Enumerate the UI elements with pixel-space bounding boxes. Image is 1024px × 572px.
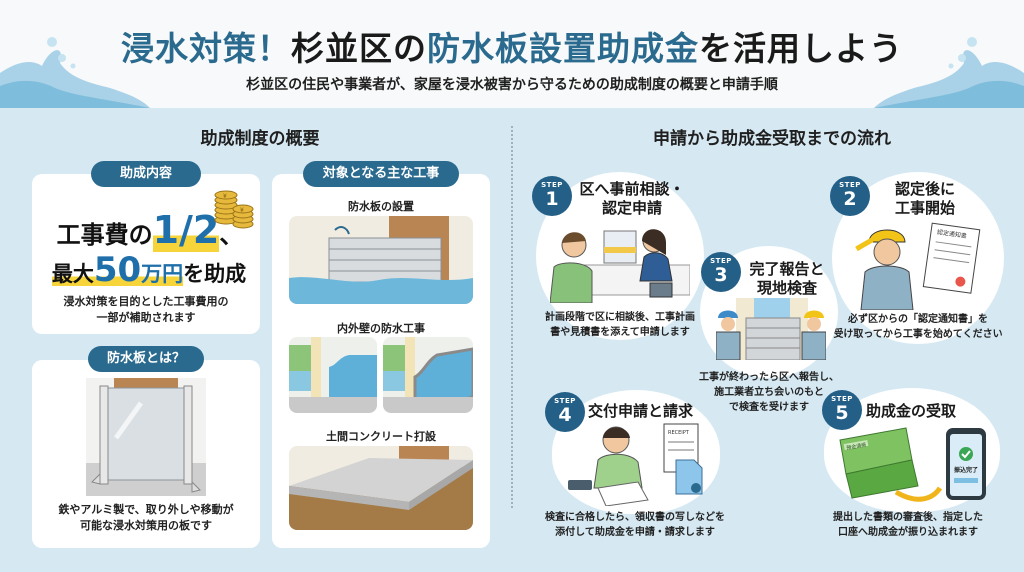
desc-line: 受け取ってから工事を始めてください [833, 329, 1003, 340]
application-illustration: RECEIPT [568, 423, 703, 506]
title-line: 完了報告と [749, 260, 825, 278]
step-2-title: 認定後に工事開始 [870, 180, 980, 218]
step-1-description: 計画段階で区に相談後、工事計画書や見積書を添えて申請します [530, 310, 710, 340]
step-4-description: 検査に合格したら、領収書の写しなどを添付して助成金を申請・請求します [530, 510, 740, 540]
title-part: 杉並区の [291, 29, 427, 68]
ratio-value: 1/2 [152, 208, 220, 252]
overview-section-title: 助成制度の概要 [200, 129, 320, 149]
title-line: 認定申請 [601, 199, 662, 217]
subsidy-ratio: 工事費の1/2、 [40, 208, 260, 252]
desc-line: 口座へ助成金が振り込まれます [838, 527, 978, 538]
title-line: 認定後に [894, 180, 955, 198]
title-line: 交付申請と請求 [588, 402, 694, 420]
header: 浸水対策！杉並区の防水板設置助成金を活用しよう 杉並区の住民や事業者が、家屋を浸… [0, 0, 1024, 108]
title-part: を活用しよう [699, 29, 903, 68]
max-suffix: を助成 [183, 262, 247, 286]
target-works-pill: 対象となる主な工事 [303, 161, 459, 187]
passbook-label: 預金通帳 [846, 441, 867, 451]
work-label-concrete-floor: 土間コンクリート打設 [326, 430, 436, 443]
step-label: STEP [541, 181, 563, 189]
wave-decoration-icon [0, 37, 150, 108]
desc-line: 一部が補助されます [96, 311, 196, 324]
worker-certificate-illustration: 認定通知書 [855, 222, 981, 310]
desc-line: 鉄やアルミ製で、取り外しや移動が [58, 503, 234, 516]
desc-line: 書や見積書を添えて申請します [550, 327, 690, 338]
consultation-illustration [550, 229, 690, 303]
max-unit: 万円 [141, 262, 184, 286]
svg-text:¥: ¥ [240, 207, 244, 214]
ratio-prefix: 工事費の [56, 221, 153, 249]
what-is-pill: 防水板とは？ [88, 346, 204, 372]
concrete-floor-illustration [289, 446, 473, 530]
step-label: STEP [554, 397, 576, 405]
desc-line: 添付して助成金を申請・請求します [555, 527, 715, 538]
wall-waterproofing-illustration [289, 337, 377, 413]
title-line: 区へ事前相談・ [579, 180, 685, 198]
title-line: 助成金の受取 [866, 402, 957, 420]
step-number: 3 [714, 264, 728, 286]
step-label: STEP [710, 257, 732, 265]
step-number: 1 [545, 188, 559, 210]
wall-waterproofing-illustration-2 [383, 337, 473, 413]
desc-line: 可能な浸水対策用の板です [80, 519, 212, 532]
flood-board-install-illustration [289, 216, 473, 304]
step-number: 5 [835, 402, 849, 424]
phone-label: 振込完了 [954, 466, 978, 474]
desc-line: 提出した書類の審査後、指定した [833, 512, 983, 523]
flood-board-illustration [86, 378, 206, 496]
work-label-wall-waterproofing: 内外壁の防水工事 [337, 322, 425, 335]
title-part: 浸水対策！ [121, 29, 291, 68]
inspection-illustration [716, 298, 826, 360]
desc-line: 工事が終わったら区へ報告し、 [699, 372, 839, 383]
step-number: 4 [558, 404, 572, 426]
svg-text:¥: ¥ [223, 193, 227, 200]
step-label: STEP [831, 395, 853, 403]
desc-line: 計画段階で区に相談後、工事計画 [545, 312, 695, 323]
subsidy-pill: 助成内容 [91, 161, 201, 187]
payment-received-illustration: 預金通帳 振込完了 [839, 427, 986, 502]
subsidy-description: 浸水対策を目的とした工事費用の 一部が補助されます [32, 294, 260, 326]
max-value: 50 [93, 250, 142, 290]
step-3-title: 完了報告と現地検査 [738, 260, 836, 298]
desc-line: 必ず区からの「認定通知書」を [848, 314, 988, 325]
title-line: 現地検査 [756, 279, 817, 297]
desc-line: で検査を受けます [729, 402, 809, 413]
step-5-title: 助成金の受取 [866, 402, 986, 421]
wave-decoration-icon [874, 37, 1024, 108]
max-prefix: 最大 [51, 262, 94, 286]
step-5-description: 提出した書類の審査後、指定した口座へ助成金が振り込まれます [808, 510, 1008, 540]
step-number: 2 [843, 188, 857, 210]
step-3-description: 工事が終わったら区へ報告し、施工業者立ち会いのもとで検査を受けます [688, 370, 850, 415]
title-line: 工事開始 [894, 199, 955, 217]
yen-coins-icon: ¥¥ [214, 190, 254, 229]
desc-line: 施工業者立ち会いのもと [714, 387, 824, 398]
step-2-description: 必ず区からの「認定通知書」を受け取ってから工事を始めてください [818, 312, 1018, 342]
step-label: STEP [839, 181, 861, 189]
subsidy-max: 最大50万円を助成 [34, 250, 264, 290]
page-subtitle: 杉並区の住民や事業者が、家屋を浸水被害から守るための助成制度の概要と申請手順 [246, 77, 778, 93]
flow-section-title: 申請から助成金受取までの流れ [653, 129, 891, 149]
desc-line: 浸水対策を目的とした工事費用の [63, 295, 229, 308]
step-4-title: 交付申請と請求 [588, 402, 708, 421]
work-label-flood-board: 防水板の設置 [348, 200, 414, 213]
page-title: 浸水対策！杉並区の防水板設置助成金を活用しよう [0, 22, 1024, 70]
section-divider [511, 126, 513, 508]
step-1-title: 区へ事前相談・認定申請 [572, 180, 692, 218]
what-is-description: 鉄やアルミ製で、取り外しや移動が 可能な浸水対策用の板です [32, 502, 260, 534]
title-part: 防水板設置助成金 [427, 29, 699, 68]
desc-line: 検査に合格したら、領収書の写しなどを [545, 512, 725, 523]
receipt-label: RECEIPT [668, 430, 690, 436]
